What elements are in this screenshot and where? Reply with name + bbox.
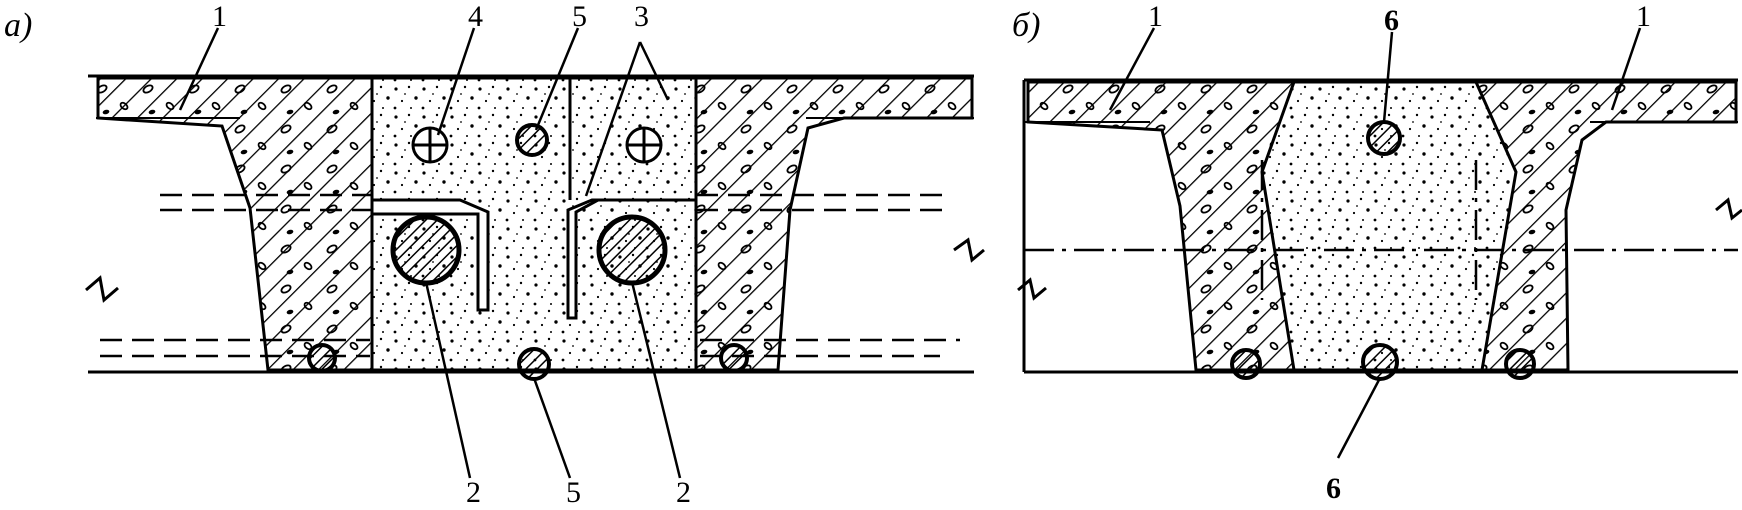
leader-lines-b: [1108, 27, 1642, 459]
panel-a: а): [4, 0, 985, 509]
small-bars: [307, 123, 749, 381]
panel-a-label: а): [4, 7, 32, 44]
callout-b-1-right: 1: [1636, 0, 1651, 33]
bars-6: [1230, 120, 1536, 381]
break-marks-a: [85, 237, 985, 303]
callout-a-2-right: 2: [676, 476, 691, 505]
panel-b: б): [1012, 0, 1742, 505]
callout-a-3: 3: [634, 0, 649, 33]
open-holes: [411, 126, 663, 164]
callout-b-6-bottom: 6: [1326, 472, 1341, 505]
connection-plates: [370, 78, 696, 320]
break-marks-b: [1017, 197, 1742, 301]
main-bars: [390, 214, 668, 286]
callout-a-5-bottom: 5: [566, 476, 581, 505]
callout-a-4: 4: [468, 0, 483, 33]
callout-b-1-left: 1: [1148, 0, 1163, 33]
callout-b-6-top: 6: [1384, 4, 1399, 37]
centerline-b: [1024, 160, 1738, 300]
callout-a-1: 1: [212, 0, 227, 33]
panel-b-label: б): [1012, 7, 1040, 44]
callout-a-2-left: 2: [466, 476, 481, 505]
leader-lines-a: [178, 27, 682, 479]
callout-a-5-top: 5: [572, 0, 587, 33]
